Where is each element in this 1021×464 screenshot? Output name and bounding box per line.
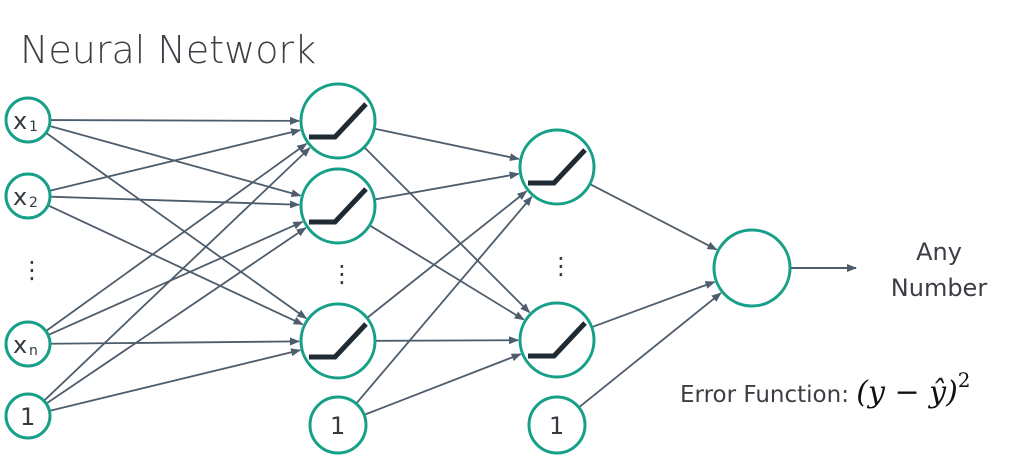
svg-text:1: 1 xyxy=(20,403,35,431)
input-node-xn: x n xyxy=(4,320,52,368)
connection-edge xyxy=(363,353,522,416)
relu-icon xyxy=(528,321,587,359)
output-node xyxy=(712,228,792,308)
error-function-label: Error Function: xyxy=(680,382,849,408)
error-function-formula: (y − ŷ)2 xyxy=(856,368,971,410)
connection-edge xyxy=(45,227,307,405)
connection-edge xyxy=(43,147,311,402)
diagram-title: Neural Network xyxy=(20,28,317,72)
connection-edge xyxy=(591,281,716,329)
connection-edge xyxy=(589,183,718,251)
hidden2-bias: 1 xyxy=(527,395,587,455)
error-function: Error Function: (y − ŷ)2 xyxy=(680,368,971,410)
connection-edge xyxy=(49,128,302,192)
input-node-bias: 1 xyxy=(4,392,52,440)
relu-icon xyxy=(309,102,368,140)
hidden1-node-1 xyxy=(299,82,377,160)
relu-icon xyxy=(309,322,368,360)
connection-edge xyxy=(49,337,301,346)
connection-edge xyxy=(374,171,520,201)
input-node-x1: x 1 xyxy=(4,96,52,144)
connection-edge xyxy=(49,116,301,125)
connection-edge xyxy=(363,146,531,314)
connection-edge xyxy=(355,195,533,405)
relu-icon xyxy=(528,148,587,186)
relu-icon xyxy=(309,187,368,225)
connection-edge xyxy=(47,221,304,336)
svg-text:x: x xyxy=(13,183,27,211)
svg-text:x: x xyxy=(13,331,27,359)
input-ellipsis: ⋮ xyxy=(20,256,44,284)
connection-edge xyxy=(49,195,301,209)
hidden1-ellipsis: ⋮ xyxy=(330,260,354,288)
hidden2-node-1 xyxy=(518,128,596,206)
connection-edge xyxy=(45,143,308,332)
hidden2-ellipsis: ⋮ xyxy=(549,252,573,280)
connection-edge xyxy=(369,224,525,321)
hidden2-node-n xyxy=(518,301,596,379)
connection-edge xyxy=(49,348,302,412)
svg-text:2: 2 xyxy=(29,195,38,211)
output-label: Any Number xyxy=(890,238,988,302)
connection-edge xyxy=(374,127,520,162)
connection-edges xyxy=(43,116,722,416)
svg-text:1: 1 xyxy=(29,119,38,135)
svg-text:x: x xyxy=(13,107,27,135)
connection-edge xyxy=(374,336,520,345)
hidden1-node-2 xyxy=(299,167,377,245)
svg-text:1: 1 xyxy=(330,412,345,440)
hidden1-bias: 1 xyxy=(308,395,368,455)
connection-edge xyxy=(366,190,528,319)
input-node-x2: x 2 xyxy=(4,172,52,220)
connection-edge xyxy=(578,292,722,409)
hidden1-node-n xyxy=(299,302,377,380)
svg-text:n: n xyxy=(29,343,38,359)
connection-edge xyxy=(45,132,308,320)
connection-edge xyxy=(47,204,304,326)
svg-text:1: 1 xyxy=(549,412,564,440)
